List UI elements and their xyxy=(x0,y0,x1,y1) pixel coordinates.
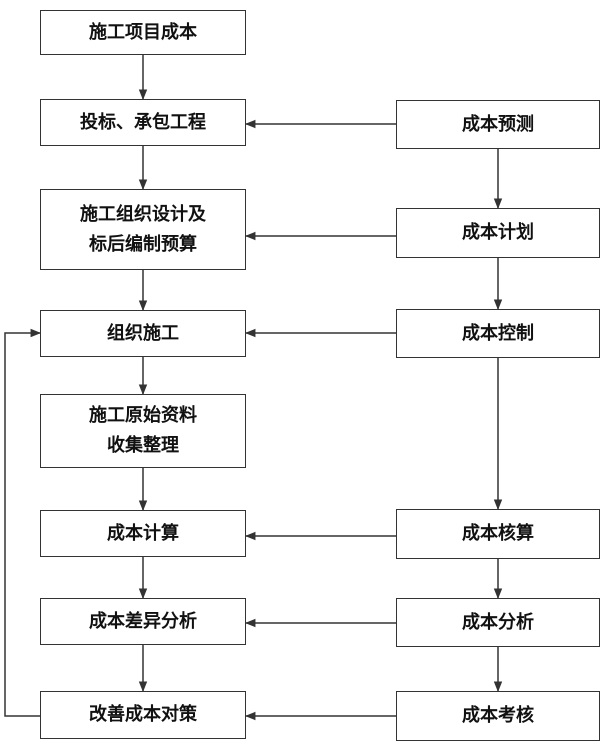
node-cost-accounting: 成本核算 xyxy=(396,509,600,559)
node-cost-control: 成本控制 xyxy=(396,309,600,358)
node-construction-project-cost: 施工项目成本 xyxy=(40,10,246,55)
node-cost-variance-analysis: 成本差异分析 xyxy=(40,598,246,645)
node-cost-plan: 成本计划 xyxy=(396,208,600,258)
node-cost-analysis: 成本分析 xyxy=(396,598,600,647)
node-line: 成本考核 xyxy=(462,705,534,726)
node-raw-data-collection: 施工原始资料 收集整理 xyxy=(40,394,246,468)
node-line: 收集整理 xyxy=(107,435,179,456)
feedback-loop-arrow xyxy=(4,328,42,717)
node-line: 成本计算 xyxy=(107,522,179,544)
node-line: 标后编制预算 xyxy=(89,233,197,255)
node-line: 成本差异分析 xyxy=(89,610,197,632)
node-bidding-contracting: 投标、承包工程 xyxy=(40,99,246,146)
node-line: 成本分析 xyxy=(462,611,534,633)
node-line: 施工组织设计及 xyxy=(80,203,206,225)
node-line: 施工原始资料 xyxy=(89,405,197,426)
node-cost-assessment: 成本考核 xyxy=(396,691,600,741)
node-line: 成本核算 xyxy=(462,523,534,544)
node-line: 成本预测 xyxy=(462,113,534,135)
node-cost-calculation: 成本计算 xyxy=(40,510,246,557)
node-line: 投标、承包工程 xyxy=(80,111,206,133)
node-organize-construction: 组织施工 xyxy=(40,310,246,357)
node-cost-forecast: 成本预测 xyxy=(396,100,600,149)
node-construction-design-budget: 施工组织设计及 标后编制预算 xyxy=(40,189,246,270)
node-line: 施工项目成本 xyxy=(89,21,197,43)
node-line: 成本控制 xyxy=(462,322,534,344)
node-line: 成本计划 xyxy=(462,222,534,243)
node-improve-cost-measures: 改善成本对策 xyxy=(40,691,246,739)
node-line: 组织施工 xyxy=(107,322,179,344)
node-line: 改善成本对策 xyxy=(89,704,197,725)
